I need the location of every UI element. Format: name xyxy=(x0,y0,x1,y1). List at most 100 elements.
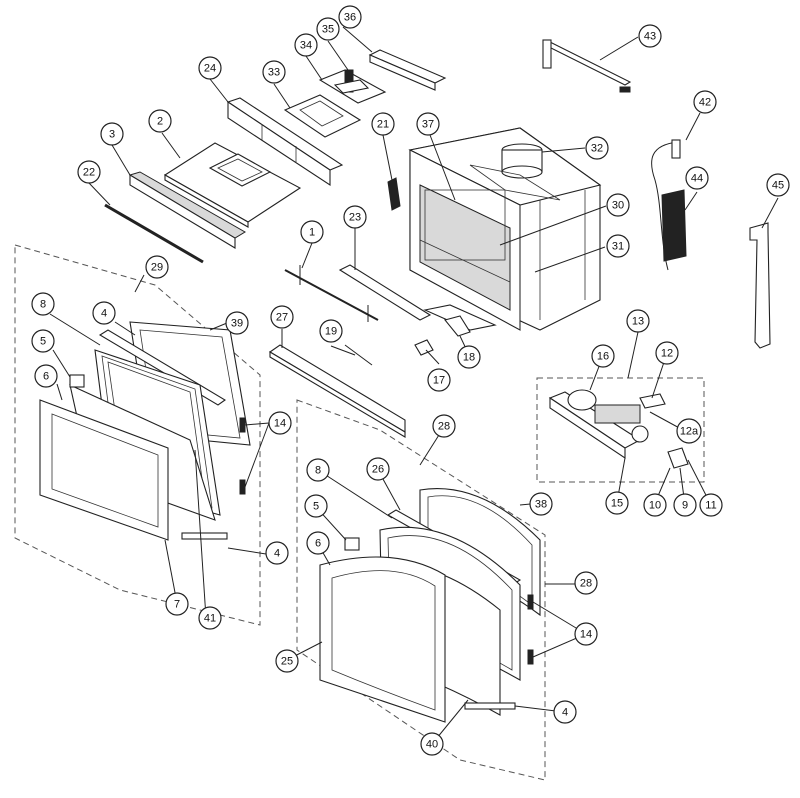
callout-c5b: 5 xyxy=(304,494,328,518)
callout-label: 3 xyxy=(109,129,115,141)
callout-label: 21 xyxy=(377,119,389,131)
callout-circle xyxy=(145,255,169,279)
callout-circle xyxy=(366,457,390,481)
callout-circle xyxy=(198,606,222,630)
callout-label: 33 xyxy=(268,67,280,79)
callout-c41: 41 xyxy=(198,606,222,630)
callout-circle xyxy=(766,173,790,197)
callout-circle xyxy=(416,112,440,136)
callout-c26: 26 xyxy=(366,457,390,481)
callout-label: 23 xyxy=(349,212,361,224)
callout-c15: 15 xyxy=(605,491,629,515)
callout-label: 32 xyxy=(591,143,603,155)
callout-c23: 23 xyxy=(343,205,367,229)
callout-c44: 44 xyxy=(685,166,709,190)
callout-label: 6 xyxy=(315,538,321,550)
callout-circle xyxy=(574,622,598,646)
callout-c32: 32 xyxy=(585,136,609,160)
callout-circle xyxy=(574,571,598,595)
controls-and-tools xyxy=(542,39,771,349)
callout-label: 40 xyxy=(426,739,438,751)
callout-c39: 39 xyxy=(225,311,249,335)
callout-c45: 45 xyxy=(766,173,790,197)
callout-c22: 22 xyxy=(77,160,101,184)
callout-c21: 21 xyxy=(371,112,395,136)
callout-c2: 2 xyxy=(148,109,172,133)
callout-circle xyxy=(77,160,101,184)
callout-c38: 38 xyxy=(529,492,553,516)
callout-c4a: 4 xyxy=(92,301,116,325)
callout-label: 1 xyxy=(309,227,315,239)
callout-label: 2 xyxy=(157,116,163,128)
callout-c18: 18 xyxy=(457,345,481,369)
callout-circle xyxy=(420,732,444,756)
callout-label: 44 xyxy=(691,173,703,185)
rods-and-brackets xyxy=(268,177,497,438)
callout-c6b: 6 xyxy=(306,531,330,555)
callout-c4c: 4 xyxy=(553,700,577,724)
callout-label: 28 xyxy=(580,578,592,590)
callout-circle xyxy=(699,493,723,517)
callout-label: 19 xyxy=(325,326,337,338)
callout-circle xyxy=(606,193,630,217)
callout-circle xyxy=(685,166,709,190)
callout-label: 31 xyxy=(612,241,624,253)
callout-circle xyxy=(338,5,362,29)
callout-circle xyxy=(673,493,697,517)
callout-label: 5 xyxy=(40,336,46,348)
callout-label: 36 xyxy=(344,12,356,24)
callout-label: 25 xyxy=(281,656,293,668)
callout-label: 4 xyxy=(101,308,107,320)
top-panels xyxy=(104,49,447,264)
callout-c8b: 8 xyxy=(306,458,330,482)
callout-c17: 17 xyxy=(427,368,451,392)
callout-label: 42 xyxy=(699,97,711,109)
callout-label: 17 xyxy=(433,375,445,387)
callout-label: 6 xyxy=(43,371,49,383)
callout-circle xyxy=(343,205,367,229)
callout-circle xyxy=(225,311,249,335)
callout-c28b: 28 xyxy=(574,571,598,595)
callout-circle xyxy=(316,17,340,41)
callout-c8a: 8 xyxy=(31,292,55,316)
callout-circle xyxy=(605,491,629,515)
callout-circle xyxy=(655,341,679,365)
callout-c10: 10 xyxy=(643,493,667,517)
callout-circle xyxy=(31,329,55,353)
callout-c28a: 28 xyxy=(432,414,456,438)
callout-c14b: 14 xyxy=(574,622,598,646)
callout-circle xyxy=(262,60,286,84)
callout-label: 5 xyxy=(313,501,319,513)
callout-circle xyxy=(606,234,630,258)
callout-circle xyxy=(165,592,189,616)
callout-c12: 12 xyxy=(655,341,679,365)
callout-circle xyxy=(457,345,481,369)
callout-label: 12a xyxy=(680,426,699,438)
callout-circle xyxy=(585,136,609,160)
callout-c43: 43 xyxy=(638,24,662,48)
callout-circle xyxy=(638,24,662,48)
callout-c31: 31 xyxy=(606,234,630,258)
callout-label: 9 xyxy=(682,500,688,512)
callout-circle xyxy=(275,649,299,673)
callout-label: 12 xyxy=(661,348,673,360)
callout-label: 7 xyxy=(174,599,180,611)
callout-c35: 35 xyxy=(316,17,340,41)
callout-c24: 24 xyxy=(198,56,222,80)
callout-circle xyxy=(676,418,702,444)
callout-c11: 11 xyxy=(699,493,723,517)
callout-c5a: 5 xyxy=(31,329,55,353)
callout-c40: 40 xyxy=(420,732,444,756)
callout-label: 11 xyxy=(705,500,716,512)
callout-label: 4 xyxy=(274,548,280,560)
callout-circle xyxy=(529,492,553,516)
callout-circle xyxy=(268,411,292,435)
callout-circle xyxy=(148,109,172,133)
callout-circle xyxy=(300,220,324,244)
callout-c29: 29 xyxy=(145,255,169,279)
callout-circle xyxy=(304,494,328,518)
callout-c34: 34 xyxy=(294,33,318,57)
callout-circle xyxy=(34,364,58,388)
callout-c42: 42 xyxy=(693,90,717,114)
